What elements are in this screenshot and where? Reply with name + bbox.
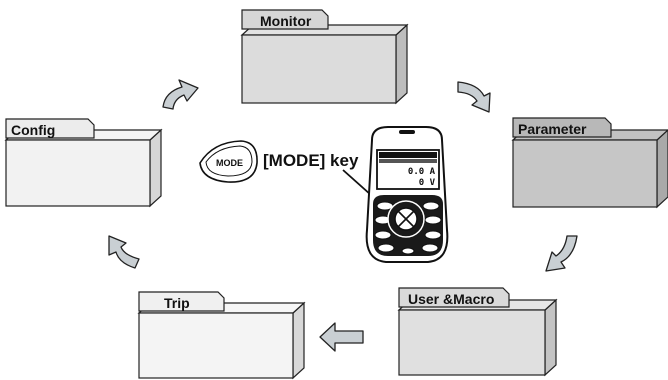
folder-monitor-tab: [241, 9, 329, 30]
arrow-monitor-to-parameter: [457, 81, 491, 113]
folder-monitor-label: Monitor: [260, 13, 312, 29]
mode-key-caption: [MODE] key: [263, 151, 359, 170]
keypad-key-right-1: [422, 201, 440, 211]
folder-config-label: Config: [11, 122, 55, 138]
keypad-key-right-2: [424, 215, 442, 225]
keypad-display-line1: 0.0 A: [408, 167, 436, 177]
folder-config: Config: [4, 118, 163, 208]
folder-monitor: Monitor: [240, 9, 409, 105]
folder-parameter: Parameter: [511, 117, 668, 209]
mode-key-inner: [205, 145, 253, 177]
arrow-config-to-monitor: [162, 79, 199, 110]
keypad-key-bottom: [401, 247, 415, 255]
keypad-top-tab: [399, 130, 415, 134]
mode-key-button-text: MODE: [216, 158, 243, 168]
keypad-device: 0.0 A 0 V: [365, 126, 449, 263]
folder-user-macro-face: [398, 309, 546, 376]
folder-parameter-side: [656, 129, 668, 209]
folder-trip-side: [292, 301, 305, 380]
folder-trip-label: Trip: [164, 295, 190, 311]
keypad-key-right-3: [424, 230, 442, 240]
arrow-user-macro-to-trip: [319, 322, 364, 352]
folder-user-macro-side: [544, 298, 557, 377]
folder-trip: Trip: [137, 291, 306, 380]
keypad-screen-header-bar: [379, 152, 437, 158]
keypad-key-left-4: [377, 243, 395, 253]
keypad-key-right-4: [421, 243, 439, 253]
folder-monitor-face: [241, 34, 397, 104]
keypad-mode-dial-cross-b: [397, 210, 415, 228]
folder-parameter-tab: [512, 117, 612, 138]
arrow-parameter-to-user-macro: [545, 235, 578, 272]
arrow-trip-to-config: [108, 235, 140, 269]
keypad-screen-status-bar: [379, 159, 437, 163]
keypad-display-line2: 0 V: [419, 178, 436, 188]
keypad-key-left-3: [374, 230, 392, 240]
folder-user-macro-tab: [398, 287, 510, 308]
folder-trip-face: [138, 312, 294, 379]
folder-config-face: [5, 139, 151, 207]
folder-monitor-side: [395, 23, 408, 105]
folder-user-macro-label: User &Macro: [408, 291, 494, 307]
folder-config-tab: [5, 118, 95, 139]
folder-parameter-label: Parameter: [518, 121, 587, 137]
folder-parameter-face: [512, 139, 658, 208]
folder-user-macro: User &Macro: [397, 287, 558, 377]
mode-key-button: MODE: [199, 140, 258, 183]
folder-trip-tab: [138, 291, 225, 312]
folder-config-side: [149, 128, 162, 208]
